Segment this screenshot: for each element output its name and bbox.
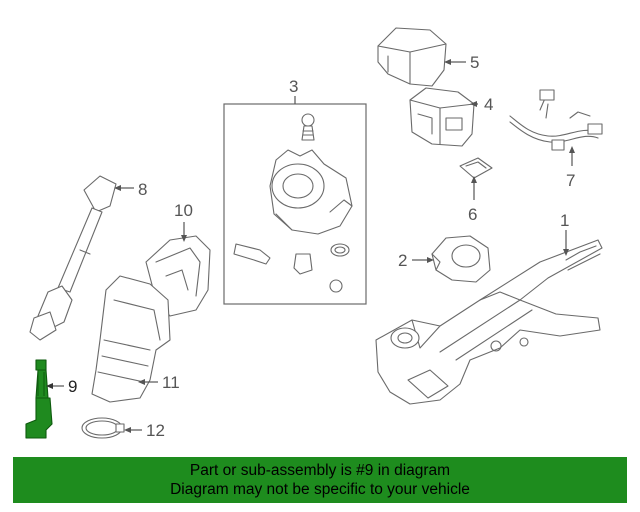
callout-3: 3	[289, 77, 298, 96]
part-6-pad[interactable]	[459, 157, 493, 179]
arrow-10	[181, 235, 187, 242]
part-4-switch[interactable]	[409, 87, 475, 147]
arrow-11	[138, 379, 145, 385]
part-11-boot[interactable]	[91, 275, 171, 403]
callout-9: 9	[68, 377, 77, 396]
part-3-motor[interactable]	[233, 113, 353, 293]
callout-4: 4	[484, 95, 493, 114]
part-12-clamp[interactable]	[81, 417, 125, 439]
callout-7: 7	[566, 171, 575, 190]
arrow-1	[563, 249, 569, 256]
callout-12: 12	[146, 421, 165, 440]
arrow-5	[444, 59, 451, 65]
arrow-8	[114, 185, 121, 191]
arrow-12	[124, 427, 131, 433]
callout-1: 1	[560, 211, 569, 230]
part-5-cover[interactable]	[377, 27, 447, 87]
callout-2: 2	[398, 251, 407, 270]
banner-line-2: Diagram may not be specific to your vehi…	[170, 481, 470, 498]
callout-8: 8	[138, 180, 147, 199]
part-8-shaft[interactable]	[29, 175, 117, 341]
callout-10: 10	[174, 201, 193, 220]
arrow-2	[427, 257, 434, 263]
arrow-6	[471, 176, 477, 183]
part-7-harness[interactable]	[509, 89, 603, 151]
info-banner: Part or sub-assembly is #9 in diagram Di…	[13, 457, 627, 503]
part-9-highlighted[interactable]	[25, 359, 53, 439]
parts-diagram: 5 4 6 7 3	[25, 27, 603, 440]
banner-line-1: Part or sub-assembly is #9 in diagram	[189, 462, 451, 479]
callout-5: 5	[470, 53, 479, 72]
arrow-9	[46, 383, 53, 389]
arrow-4	[470, 101, 477, 107]
part-2-housing[interactable]	[431, 235, 491, 283]
callout-11: 11	[162, 373, 180, 392]
arrow-7	[569, 146, 575, 153]
callout-6: 6	[468, 205, 477, 224]
part-1-column[interactable]	[375, 239, 603, 405]
